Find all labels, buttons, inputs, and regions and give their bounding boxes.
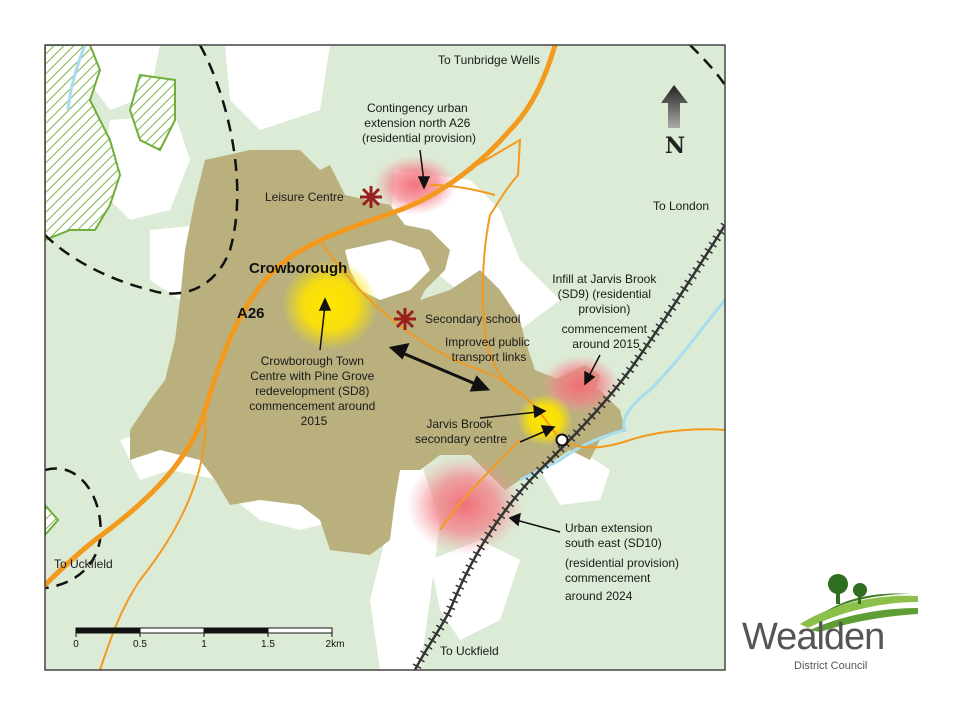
- railway: [410, 222, 725, 670]
- label-to-london: To London: [653, 199, 709, 213]
- label-to-uckfield-west: To Uckfield: [54, 557, 113, 571]
- woodland-area: [45, 45, 122, 242]
- growth-area-south-east: [407, 455, 523, 555]
- jarvis-brook-station: [555, 433, 569, 447]
- logo-emblem: [800, 574, 918, 632]
- annotation-town-centre: Crowborough Town Centre with Pine Grove …: [249, 354, 378, 428]
- logo-wordmark: Wealden: [742, 616, 885, 658]
- transport-link-arrow: [388, 342, 491, 392]
- north-arrow: N: [661, 85, 688, 159]
- leisure-centre-marker: [360, 186, 382, 208]
- scale-tick-0: 0: [73, 639, 79, 650]
- pointer-arrows: [318, 149, 601, 533]
- woodland-area-2: [128, 73, 176, 152]
- label-to-uckfield-south: To Uckfield: [440, 644, 499, 658]
- parish-boundary: [45, 45, 725, 590]
- label-a26: A26: [237, 305, 265, 322]
- b-road-south: [99, 409, 207, 670]
- river-east: [519, 299, 725, 482]
- growth-area-north: [373, 155, 457, 215]
- label-leisure-centre: Leisure Centre: [265, 190, 344, 204]
- annotation-transport: Improved public transport links: [445, 335, 533, 364]
- river-west: [66, 45, 87, 111]
- annotation-urban-south-east: Urban extension south east (SD10) (resid…: [565, 521, 682, 603]
- wealden-logo: Wealden District Council: [740, 572, 940, 682]
- annotation-contingency: Contingency urban extension north A26 (r…: [362, 101, 476, 145]
- label-secondary-school: Secondary school: [425, 312, 520, 326]
- north-label: N: [665, 133, 685, 159]
- a26-road: [45, 45, 558, 588]
- scale-tick-4: 2km: [326, 639, 345, 650]
- label-crowborough: Crowborough: [249, 260, 347, 277]
- label-to-tunbridge-wells: To Tunbridge Wells: [438, 53, 540, 67]
- scale-tick-2: 1: [201, 639, 207, 650]
- scale-bar: 0 0.5 1 1.5 2km: [73, 627, 345, 650]
- scale-tick-3: 1.5: [261, 639, 275, 650]
- logo-subtitle: District Council: [794, 660, 868, 672]
- map-frame: [44, 44, 726, 671]
- annotation-jarvis-infill: Infill at Jarvis Brook (SD9) (residentia…: [552, 272, 659, 351]
- annotation-jarvis-centre: Jarvis Brook secondary centre: [415, 417, 507, 446]
- woodland-area-3: [45, 503, 60, 537]
- secondary-school-marker: [394, 308, 416, 330]
- scale-tick-1: 0.5: [133, 639, 147, 650]
